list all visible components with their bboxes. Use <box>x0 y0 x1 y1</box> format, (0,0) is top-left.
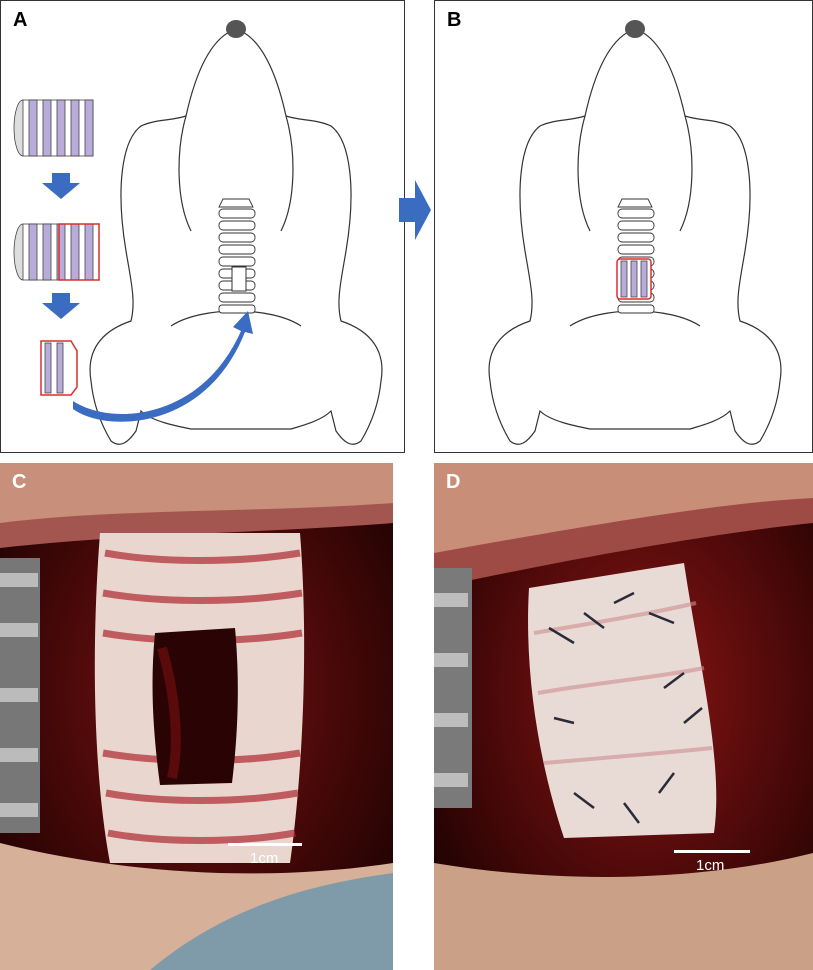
sutures <box>548 591 703 824</box>
panel-c-photo <box>0 463 393 970</box>
cut-trachea-segment <box>13 223 100 281</box>
panel-label-c: C <box>12 471 27 493</box>
rabbit-nose <box>625 20 645 38</box>
right-arrow-icon <box>399 180 431 240</box>
scale-bar-d <box>674 850 750 853</box>
scale-label-d: 1cm <box>696 857 725 874</box>
down-arrow-icon <box>42 173 80 199</box>
rabbit-body-outline <box>89 30 383 445</box>
graft-patch <box>528 563 717 838</box>
rabbit-nose <box>226 20 246 38</box>
panel-b: B <box>434 0 813 453</box>
donor-trachea-segment <box>13 99 94 157</box>
surgical-drape <box>150 873 393 970</box>
panel-d-photo <box>434 463 813 970</box>
trachea-defect-window <box>231 266 247 292</box>
panel-a: A <box>0 0 405 453</box>
panel-c: C 1cm <box>0 463 393 970</box>
trachea-rings <box>218 198 256 314</box>
down-arrow-icon <box>42 293 80 319</box>
scale-bar-c <box>228 843 302 846</box>
skin-fold-bottom <box>434 853 813 970</box>
panel-label-a: A <box>13 9 28 31</box>
scale-label-c: 1cm <box>250 850 279 867</box>
implanted-graft <box>616 258 652 300</box>
panel-label-b: B <box>447 9 462 31</box>
curved-arrow-icon <box>73 311 253 422</box>
retractor <box>434 568 472 808</box>
graft-patch <box>40 340 78 396</box>
panel-a-illustration <box>13 20 383 445</box>
panel-label-d: D <box>446 471 461 493</box>
panel-d: D 1cm <box>434 463 813 970</box>
panel-b-illustration <box>488 20 782 445</box>
